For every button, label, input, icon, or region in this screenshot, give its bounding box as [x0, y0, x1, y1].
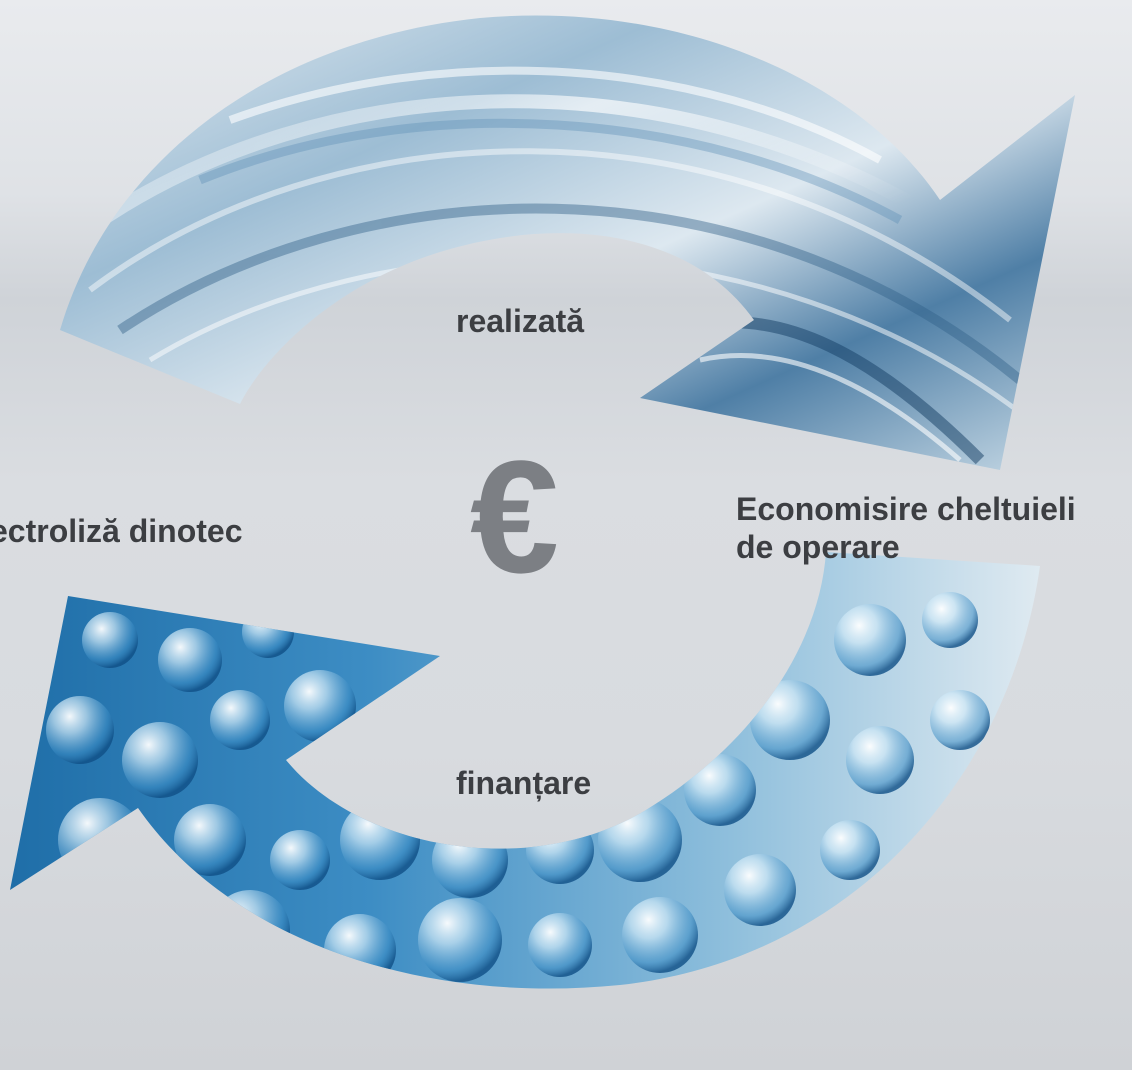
label-economisire-line1: Economisire cheltuieli — [736, 491, 1076, 527]
label-economisire: Economisire cheltuieli de operare — [736, 490, 1076, 566]
upper-arrow-group — [60, 15, 1075, 471]
label-economisire-line2: de operare — [736, 529, 900, 565]
euro-symbol: € — [470, 427, 559, 606]
label-electroliza-dinotec: ectroliză dinotec — [0, 513, 243, 549]
label-finantare: finanțare — [456, 765, 592, 801]
label-realizata: realizată — [456, 303, 585, 339]
